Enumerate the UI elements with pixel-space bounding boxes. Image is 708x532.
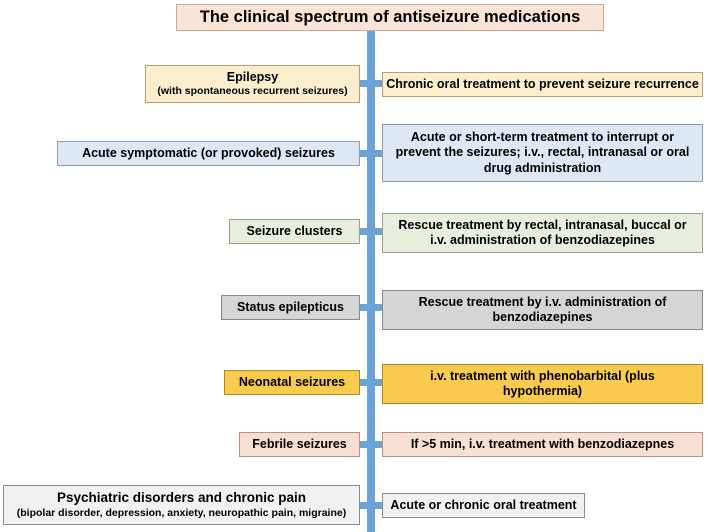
treatment-line-1: If >5 min, i.v. treatment with benzodiaz… bbox=[410, 436, 675, 451]
connector-left-psychiatric bbox=[357, 502, 385, 509]
condition-label-status-epilepticus: Status epilepticus bbox=[237, 299, 344, 314]
treatment-line-1: Rescue treatment by i.v. administration … bbox=[418, 294, 667, 309]
condition-box-psychiatric-chronic-pain[interactable]: Psychiatric disorders and chronic pain (… bbox=[3, 485, 360, 525]
condition-label-neonatal-seizures: Neonatal seizures bbox=[238, 374, 346, 389]
condition-box-neonatal-seizures[interactable]: Neonatal seizures bbox=[224, 370, 360, 395]
treatment-box-febrile-seizures[interactable]: If >5 min, i.v. treatment with benzodiaz… bbox=[382, 432, 703, 457]
page-title: The clinical spectrum of antiseizure med… bbox=[176, 4, 604, 31]
treatment-line-2: hypothermia) bbox=[502, 384, 583, 398]
central-spine bbox=[367, 30, 375, 532]
condition-box-febrile-seizures[interactable]: Febrile seizures bbox=[239, 432, 360, 457]
treatment-box-status-epilepticus[interactable]: Rescue treatment by i.v. administration … bbox=[382, 290, 703, 330]
condition-box-acute-symptomatic[interactable]: Acute symptomatic (or provoked) seizures bbox=[57, 141, 360, 166]
treatment-line-2: i.v. administration of benzodiazepines bbox=[430, 233, 655, 247]
condition-label-febrile-seizures: Febrile seizures bbox=[252, 436, 347, 451]
treatment-line-2: prevent the seizures; i.v., rectal, intr… bbox=[395, 145, 690, 160]
connector-left-clusters bbox=[357, 228, 385, 235]
condition-label-psychiatric-chronic-pain: Psychiatric disorders and chronic pain bbox=[56, 490, 307, 506]
condition-label-seizure-clusters: Seizure clusters bbox=[246, 223, 343, 238]
treatment-box-acute-symptomatic[interactable]: Acute or short-term treatment to interru… bbox=[382, 124, 703, 182]
condition-sublabel-epilepsy: (with spontaneous recurrent seizures) bbox=[157, 85, 348, 98]
treatment-box-epilepsy[interactable]: Chronic oral treatment to prevent seizur… bbox=[382, 72, 703, 97]
condition-sublabel-psychiatric-chronic-pain: (bipolar disorder, depression, anxiety, … bbox=[16, 506, 347, 519]
title-text: The clinical spectrum of antiseizure med… bbox=[199, 8, 581, 27]
connector-left-acute bbox=[357, 150, 385, 157]
treatment-box-neonatal-seizures[interactable]: i.v. treatment with phenobarbital (plus … bbox=[382, 364, 703, 404]
condition-box-epilepsy[interactable]: Epilepsy (with spontaneous recurrent sei… bbox=[145, 65, 360, 103]
treatment-line-1: i.v. treatment with phenobarbital (plus bbox=[430, 368, 655, 383]
treatment-line-1: Acute or chronic oral treatment bbox=[390, 497, 577, 512]
treatment-line-1: Chronic oral treatment to prevent seizur… bbox=[386, 76, 699, 91]
connector-left-epilepsy bbox=[357, 80, 385, 87]
treatment-line-1: Acute or short-term treatment to interru… bbox=[410, 130, 675, 145]
treatment-line-3: drug administration bbox=[483, 160, 602, 175]
condition-label-epilepsy: Epilepsy bbox=[226, 69, 279, 84]
connector-left-febrile bbox=[357, 441, 385, 448]
connector-left-neonatal bbox=[357, 379, 385, 386]
treatment-box-seizure-clusters[interactable]: Rescue treatment by rectal, intranasal, … bbox=[382, 213, 703, 253]
condition-box-seizure-clusters[interactable]: Seizure clusters bbox=[229, 219, 360, 244]
treatment-box-psychiatric-chronic-pain[interactable]: Acute or chronic oral treatment bbox=[382, 493, 585, 518]
condition-box-status-epilepticus[interactable]: Status epilepticus bbox=[221, 295, 360, 320]
treatment-line-2: benzodiazepines bbox=[492, 310, 593, 324]
condition-label-acute-symptomatic: Acute symptomatic (or provoked) seizures bbox=[82, 145, 335, 160]
connector-left-status bbox=[357, 304, 385, 311]
treatment-line-1: Rescue treatment by rectal, intranasal, … bbox=[398, 217, 687, 232]
